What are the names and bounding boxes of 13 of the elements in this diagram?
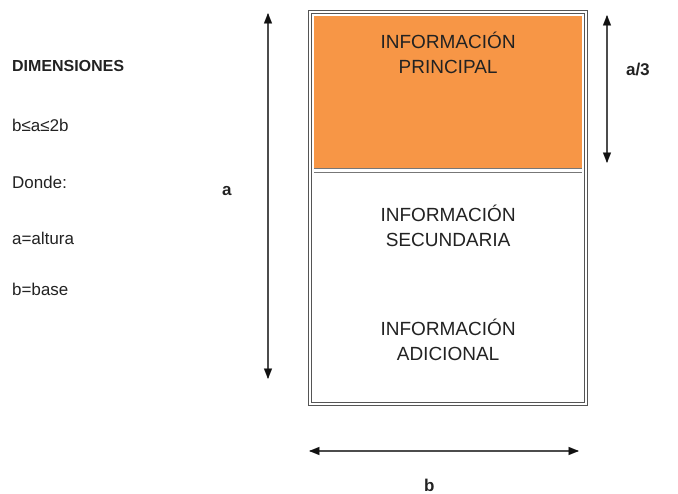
header-box [314, 16, 582, 169]
node-text: INFORMACIÓN ADICIONAL [379, 318, 517, 367]
definition-text: a=altura [12, 229, 74, 249]
node-text: INFORMACIÓN PRINCIPAL [379, 30, 517, 80]
formula-text: b≤a≤2b [12, 116, 68, 136]
note-text: Donde: [12, 173, 67, 193]
section-heading: DIMENSIONES [12, 58, 124, 76]
panel-box [308, 10, 588, 406]
dimension-label: b [424, 476, 434, 494]
node-text: INFORMACIÓN SECUNDARIA [379, 204, 517, 253]
dimension-label: a [222, 180, 232, 200]
dimension-label: a/3 [626, 60, 650, 80]
definition-text: b=base [12, 280, 68, 300]
